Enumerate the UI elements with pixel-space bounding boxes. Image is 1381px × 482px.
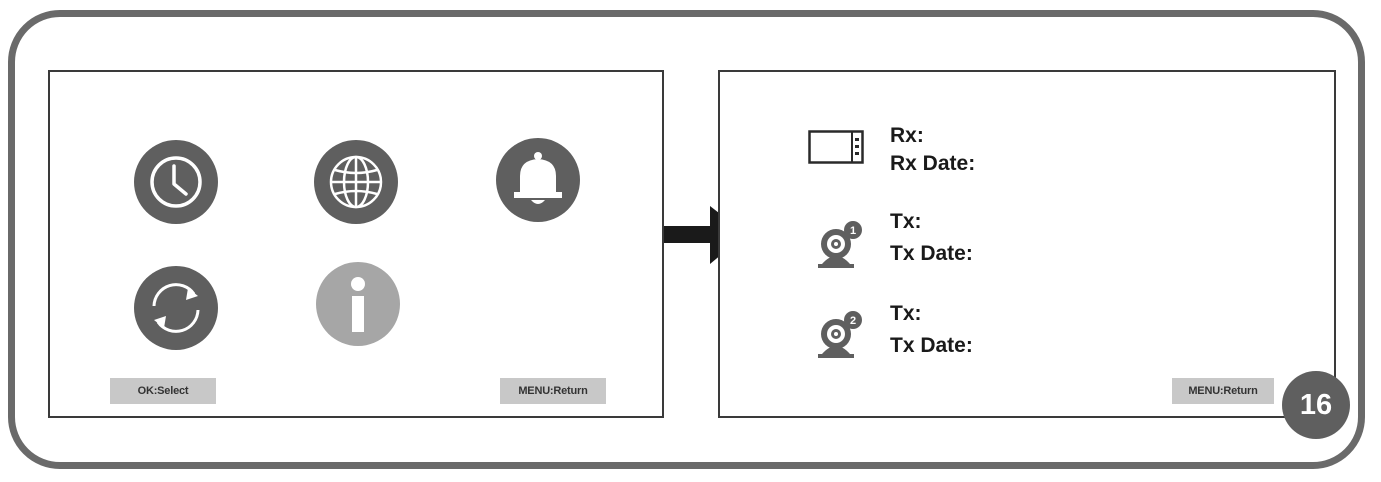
camera-2-badge: 2 (850, 315, 856, 327)
ok-select-softkey[interactable]: OK:Select (110, 378, 216, 404)
version-info-screen: Rx: Rx Date: 1 Tx: Tx Date: 2 Tx: Tx (718, 70, 1336, 418)
tx2-date-label: Tx Date: (890, 334, 973, 357)
rx-date-label: Rx Date: (890, 152, 976, 175)
page-number-badge: 16 (1282, 371, 1350, 439)
clock-icon[interactable] (134, 140, 218, 224)
refresh-icon[interactable] (134, 266, 218, 350)
camera-1-icon: 1 (818, 221, 862, 268)
tx1-label: Tx: (890, 210, 922, 233)
monitor-icon (808, 130, 864, 164)
menu-return-softkey[interactable]: MENU:Return (1172, 378, 1274, 404)
info-icon[interactable] (316, 262, 400, 346)
bell-icon[interactable] (496, 138, 580, 222)
rx-label: Rx: (890, 124, 924, 147)
tx2-label: Tx: (890, 302, 922, 325)
menu-return-softkey[interactable]: MENU:Return (500, 378, 606, 404)
device-frame (8, 10, 1365, 469)
camera-1-badge: 1 (850, 225, 856, 237)
main-menu-screen: OK:Select MENU:Return (48, 70, 664, 418)
tx1-date-label: Tx Date: (890, 242, 973, 265)
camera-2-icon: 2 (818, 311, 862, 358)
globe-icon[interactable] (314, 140, 398, 224)
